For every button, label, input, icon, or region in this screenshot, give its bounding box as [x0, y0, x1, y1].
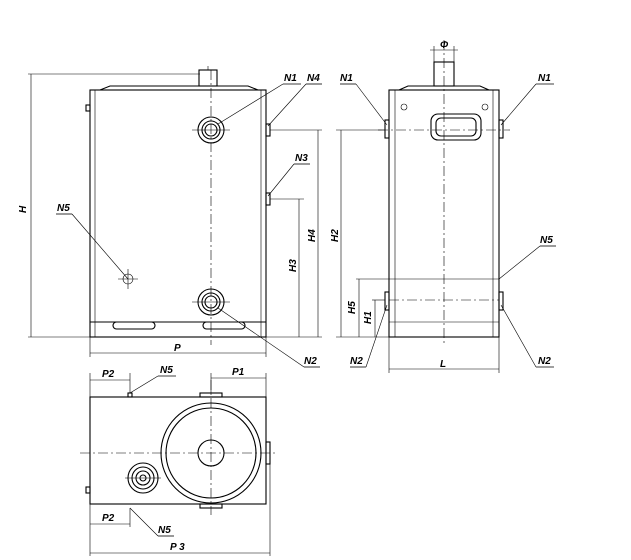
label-p2-top: P2 — [102, 369, 115, 380]
label-n5-side: N5 — [540, 235, 553, 246]
label-p: P — [174, 343, 181, 354]
label-n2-front: N2 — [304, 356, 317, 367]
top-view — [80, 373, 276, 556]
label-n4: N4 — [307, 73, 320, 84]
label-l: L — [440, 359, 446, 370]
fitting-n2-front — [192, 288, 230, 316]
label-h4: H4 — [307, 229, 318, 242]
label-n1-side-right: N1 — [538, 73, 551, 84]
label-phi: Φ — [440, 40, 449, 51]
label-n2-side-right: N2 — [538, 356, 551, 367]
label-p1: P1 — [232, 367, 245, 378]
label-p2-bottom: P2 — [102, 513, 115, 524]
label-n1-side-left: N1 — [340, 73, 353, 84]
front-view — [28, 66, 322, 368]
label-n1-front: N1 — [284, 73, 297, 84]
label-n5-bottom: N5 — [158, 525, 171, 536]
label-n5-front: N5 — [57, 203, 70, 214]
label-h5: H5 — [347, 301, 358, 314]
fitting-n1-front — [192, 116, 230, 144]
label-n2-side-left: N2 — [350, 356, 363, 367]
label-n5-top: N5 — [160, 365, 173, 376]
label-h: H — [18, 205, 29, 213]
label-h3: H3 — [288, 259, 299, 272]
label-h1: H1 — [363, 311, 374, 324]
label-h2: H2 — [330, 229, 341, 242]
label-n3: N3 — [295, 153, 308, 164]
side-view — [336, 40, 556, 373]
label-p3: P 3 — [170, 542, 185, 553]
